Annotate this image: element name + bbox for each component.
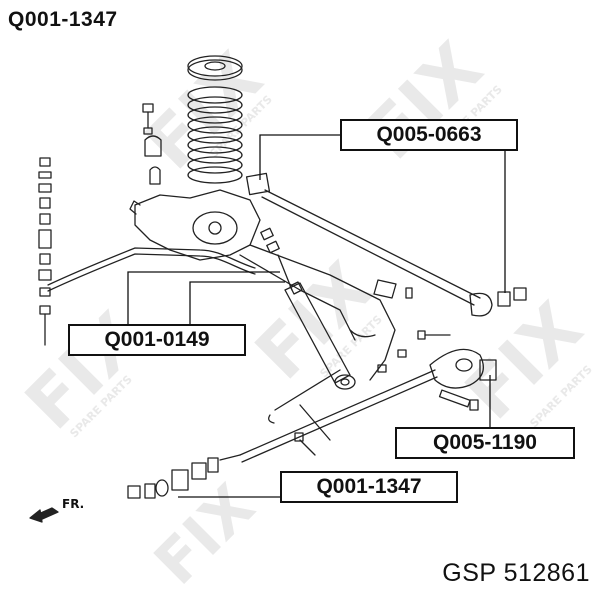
footer-brand: GSP — [442, 559, 497, 587]
axle-housing — [129, 189, 396, 381]
trailing-rod — [268, 369, 341, 441]
upper-control-arm — [245, 172, 527, 317]
lower-control-arm — [239, 348, 497, 463]
leader-lines — [127, 134, 506, 498]
stabilizer-link-stack — [38, 157, 52, 346]
shock-absorber — [260, 227, 356, 390]
callout-upper-right: Q005-0663 — [340, 119, 518, 151]
footer-brand-code: GSP 512861 — [442, 559, 590, 588]
callout-bottom-center: Q001-1347 — [280, 471, 458, 503]
bolt-upper-left — [142, 103, 154, 135]
coil-spring — [187, 86, 243, 184]
direction-label: FR. — [62, 497, 85, 511]
bolt-lower — [294, 432, 316, 456]
callout-right-lower: Q005-1190 — [395, 427, 575, 459]
forward-direction-arrow — [29, 507, 59, 523]
bushing-set — [127, 454, 241, 499]
footer-code: 512861 — [503, 559, 590, 587]
spring-seat-insulator — [187, 55, 243, 81]
fastener-group — [377, 330, 451, 373]
stabilizer-bar — [47, 247, 256, 292]
stabilizer-bracket — [144, 135, 162, 185]
header-part-number: Q001-1347 — [8, 8, 118, 31]
callout-left-middle: Q001-0149 — [68, 324, 246, 356]
